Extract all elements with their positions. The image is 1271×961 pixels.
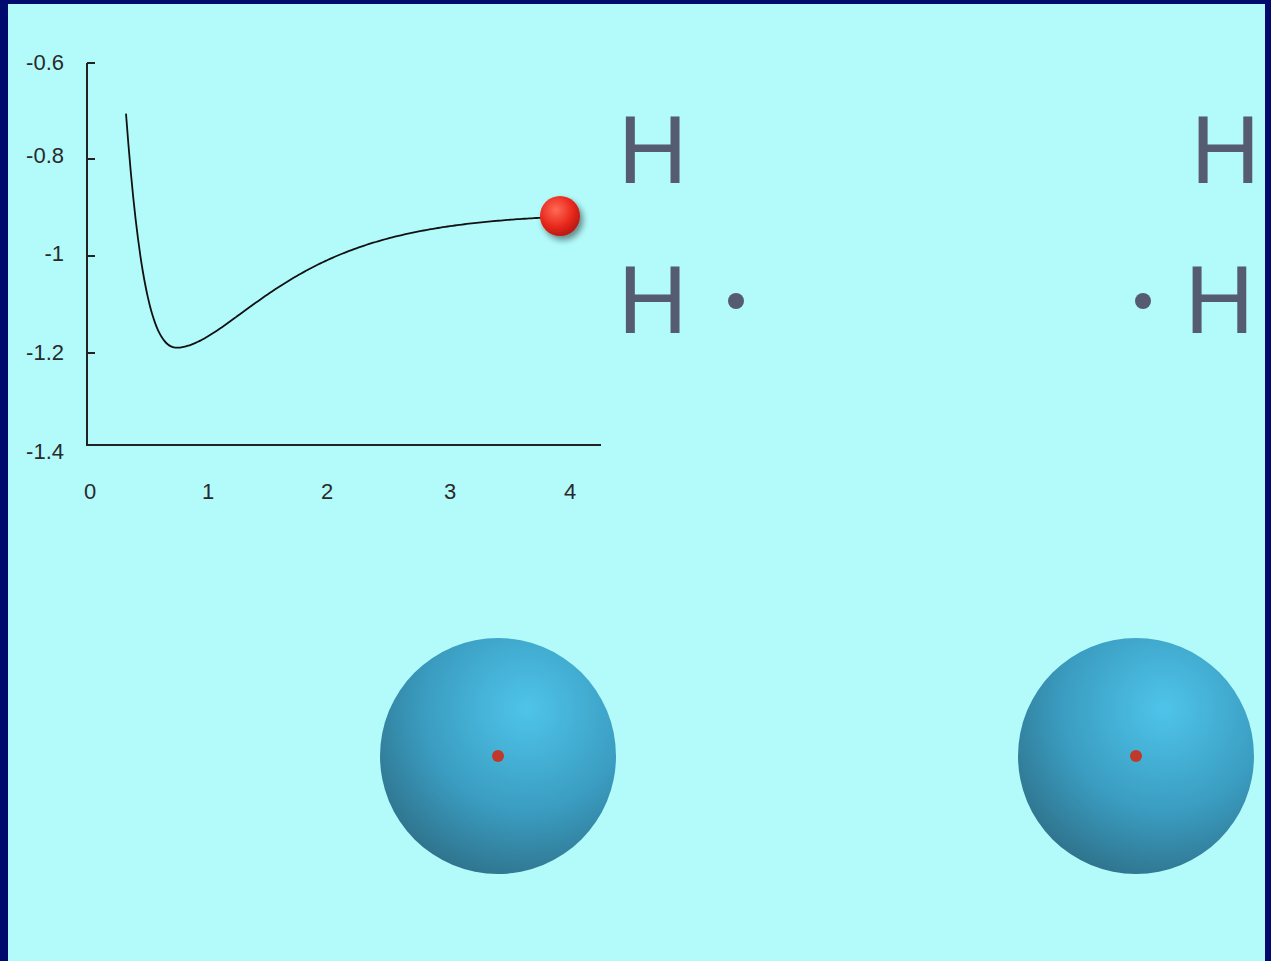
- energy-curve: [126, 114, 570, 348]
- chart-axes: [86, 63, 601, 446]
- atom-symbol: H: [618, 102, 687, 198]
- nucleus: [1130, 750, 1142, 762]
- background: [8, 4, 1265, 961]
- x-tick-label: 0: [84, 481, 96, 503]
- y-tick-label: -1: [44, 243, 64, 265]
- y-tick-label: -0.6: [26, 52, 64, 74]
- x-tick-label: 1: [202, 481, 214, 503]
- atom-sphere: [1018, 638, 1254, 874]
- electron-dot: [728, 293, 744, 309]
- atom-symbol: H: [1185, 252, 1254, 348]
- x-tick-label: 4: [564, 481, 576, 503]
- y-tick-label: -0.8: [26, 145, 64, 167]
- electron-dot: [1135, 293, 1151, 309]
- atom-sphere: [380, 638, 616, 874]
- nucleus: [492, 750, 504, 762]
- x-tick-label: 3: [444, 481, 456, 503]
- atom-symbol: H: [618, 252, 687, 348]
- state-marker: [540, 196, 580, 236]
- y-tick-label: -1.4: [26, 441, 64, 463]
- atom-symbol: H: [1191, 102, 1260, 198]
- y-tick-label: -1.2: [26, 342, 64, 364]
- x-tick-label: 2: [321, 481, 333, 503]
